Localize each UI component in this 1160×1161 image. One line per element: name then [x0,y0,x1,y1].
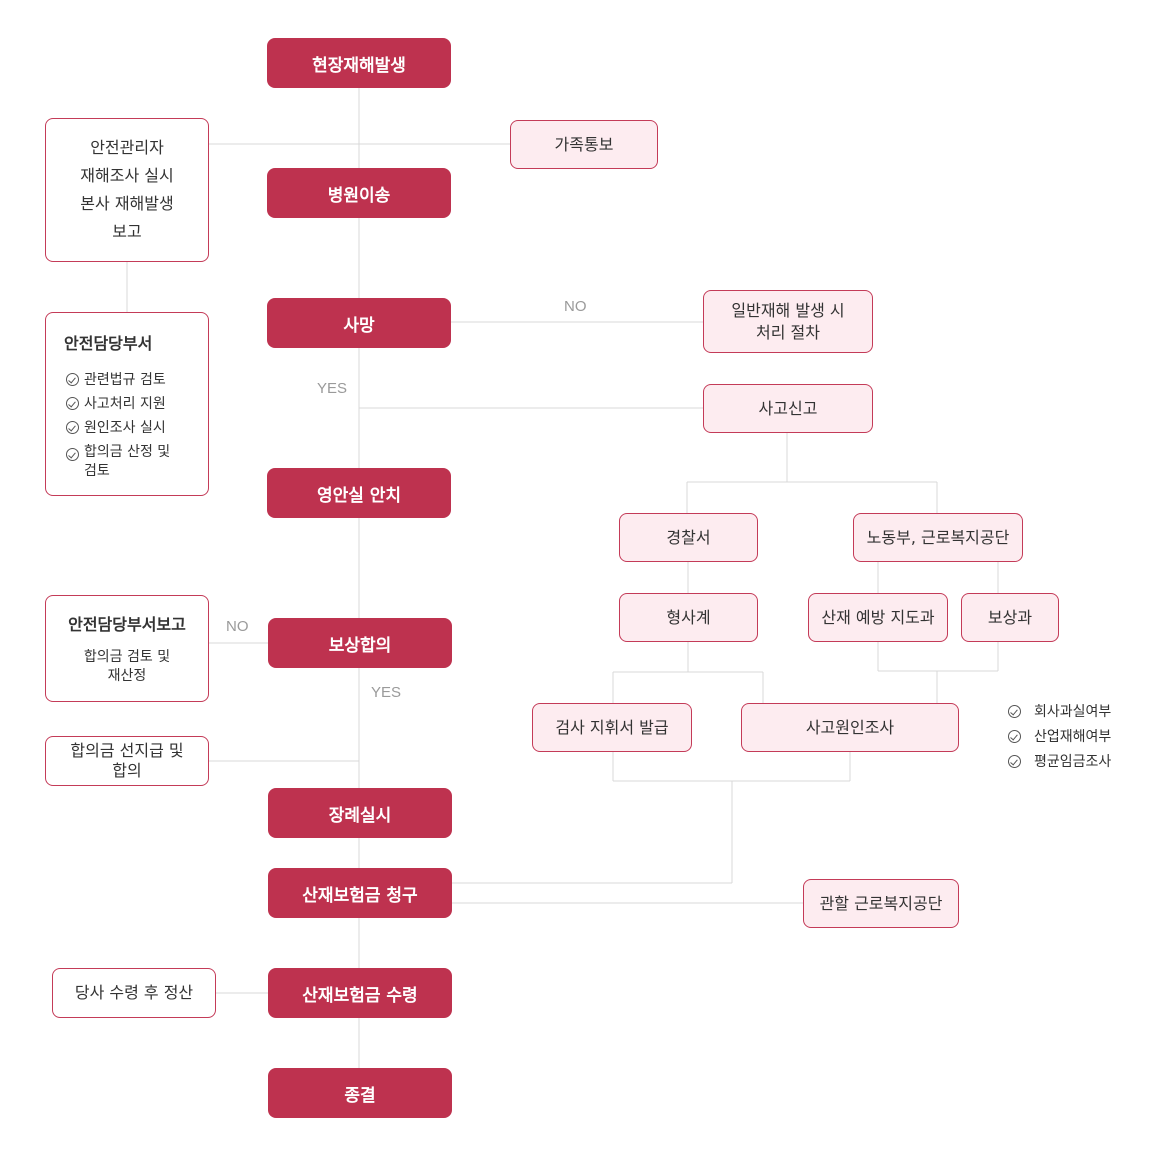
safety-dept-list: 관련법규 검토 사고처리 지원 원인조사 실시 합의금 산정 및 검토 [66,368,184,481]
safety-manager-line-4: 보고 [112,222,142,241]
label-no-death: NO [564,298,587,315]
list-item: 관련법규 검토 [66,368,184,392]
safety-manager-line-2: 재해조사 실시 [80,166,174,185]
label-yes-compensation: YES [371,684,402,701]
step-end: 종결 [268,1068,452,1118]
list-item: 산업재해여부 [1008,725,1111,750]
check-circle-icon [1008,730,1021,743]
list-item: 사고처리 지원 [66,392,184,416]
advance-payment-line-2: 합의 [112,761,142,780]
dept-report-box: 안전담당부서보고 합의금 검토 및 재산정 [45,595,209,702]
general-procedure-box: 일반재해 발생 시 처리 절차 [703,290,873,353]
step-compensation-agreement: 보상합의 [268,618,452,668]
settlement-box: 당사 수령 후 정산 [52,968,216,1018]
step-accident-occurrence: 현장재해발생 [267,38,451,88]
check-circle-icon [66,397,79,410]
step-insurance-receipt: 산재보험금 수령 [268,968,452,1018]
welfare-service-box: 관할 근로복지공단 [803,879,959,928]
safety-dept-box: 안전담당부서 관련법규 검토 사고처리 지원 원인조사 실시 합의금 산정 및 … [45,312,209,496]
check-circle-icon [66,421,79,434]
advance-payment-box: 합의금 선지급 및 합의 [45,736,209,786]
check-circle-icon [1008,755,1021,768]
labor-ministry-box: 노동부, 근로복지공단 [853,513,1023,562]
step-funeral: 장례실시 [268,788,452,838]
general-procedure-line-2: 처리 절차 [756,322,820,342]
list-item: 합의금 산정 및 검토 [66,443,184,481]
safety-manager-line-3: 본사 재해발생 [80,194,174,213]
list-item: 원인조사 실시 [66,416,184,440]
general-procedure-line-1: 일반재해 발생 시 [731,300,845,320]
dept-report-sub: 합의금 검토 및 재산정 [83,649,171,684]
criminal-division-box: 형사계 [619,593,758,642]
list-item: 평균임금조사 [1008,750,1111,775]
step-hospital-transfer: 병원이송 [267,168,451,218]
step-mortuary: 영안실 안치 [267,468,451,518]
list-item: 회사과실여부 [1008,700,1111,725]
label-yes-death: YES [317,380,348,397]
step-death: 사망 [267,298,451,348]
investigation-check-list: 회사과실여부 산업재해여부 평균임금조사 [1008,700,1111,775]
safety-manager-line-1: 안전관리자 [90,138,164,157]
prevention-division-box: 산재 예방 지도과 [808,593,948,642]
advance-payment-line-1: 합의금 선지급 및 [70,741,184,760]
police-box: 경찰서 [619,513,758,562]
safety-dept-title: 안전담당부서 [64,334,153,353]
prosecutor-order-box: 검사 지휘서 발급 [532,703,692,752]
dept-report-title: 안전담당부서보고 [68,615,186,634]
family-notice-box: 가족통보 [510,120,658,169]
check-circle-icon [66,448,79,461]
label-no-compensation: NO [226,618,249,635]
accident-report-box: 사고신고 [703,384,873,433]
check-circle-icon [66,373,79,386]
step-insurance-claim: 산재보험금 청구 [268,868,452,918]
check-circle-icon [1008,705,1021,718]
cause-investigation-box: 사고원인조사 [741,703,959,752]
safety-manager-box: 안전관리자 재해조사 실시 본사 재해발생 보고 [45,118,209,262]
compensation-division-box: 보상과 [961,593,1059,642]
